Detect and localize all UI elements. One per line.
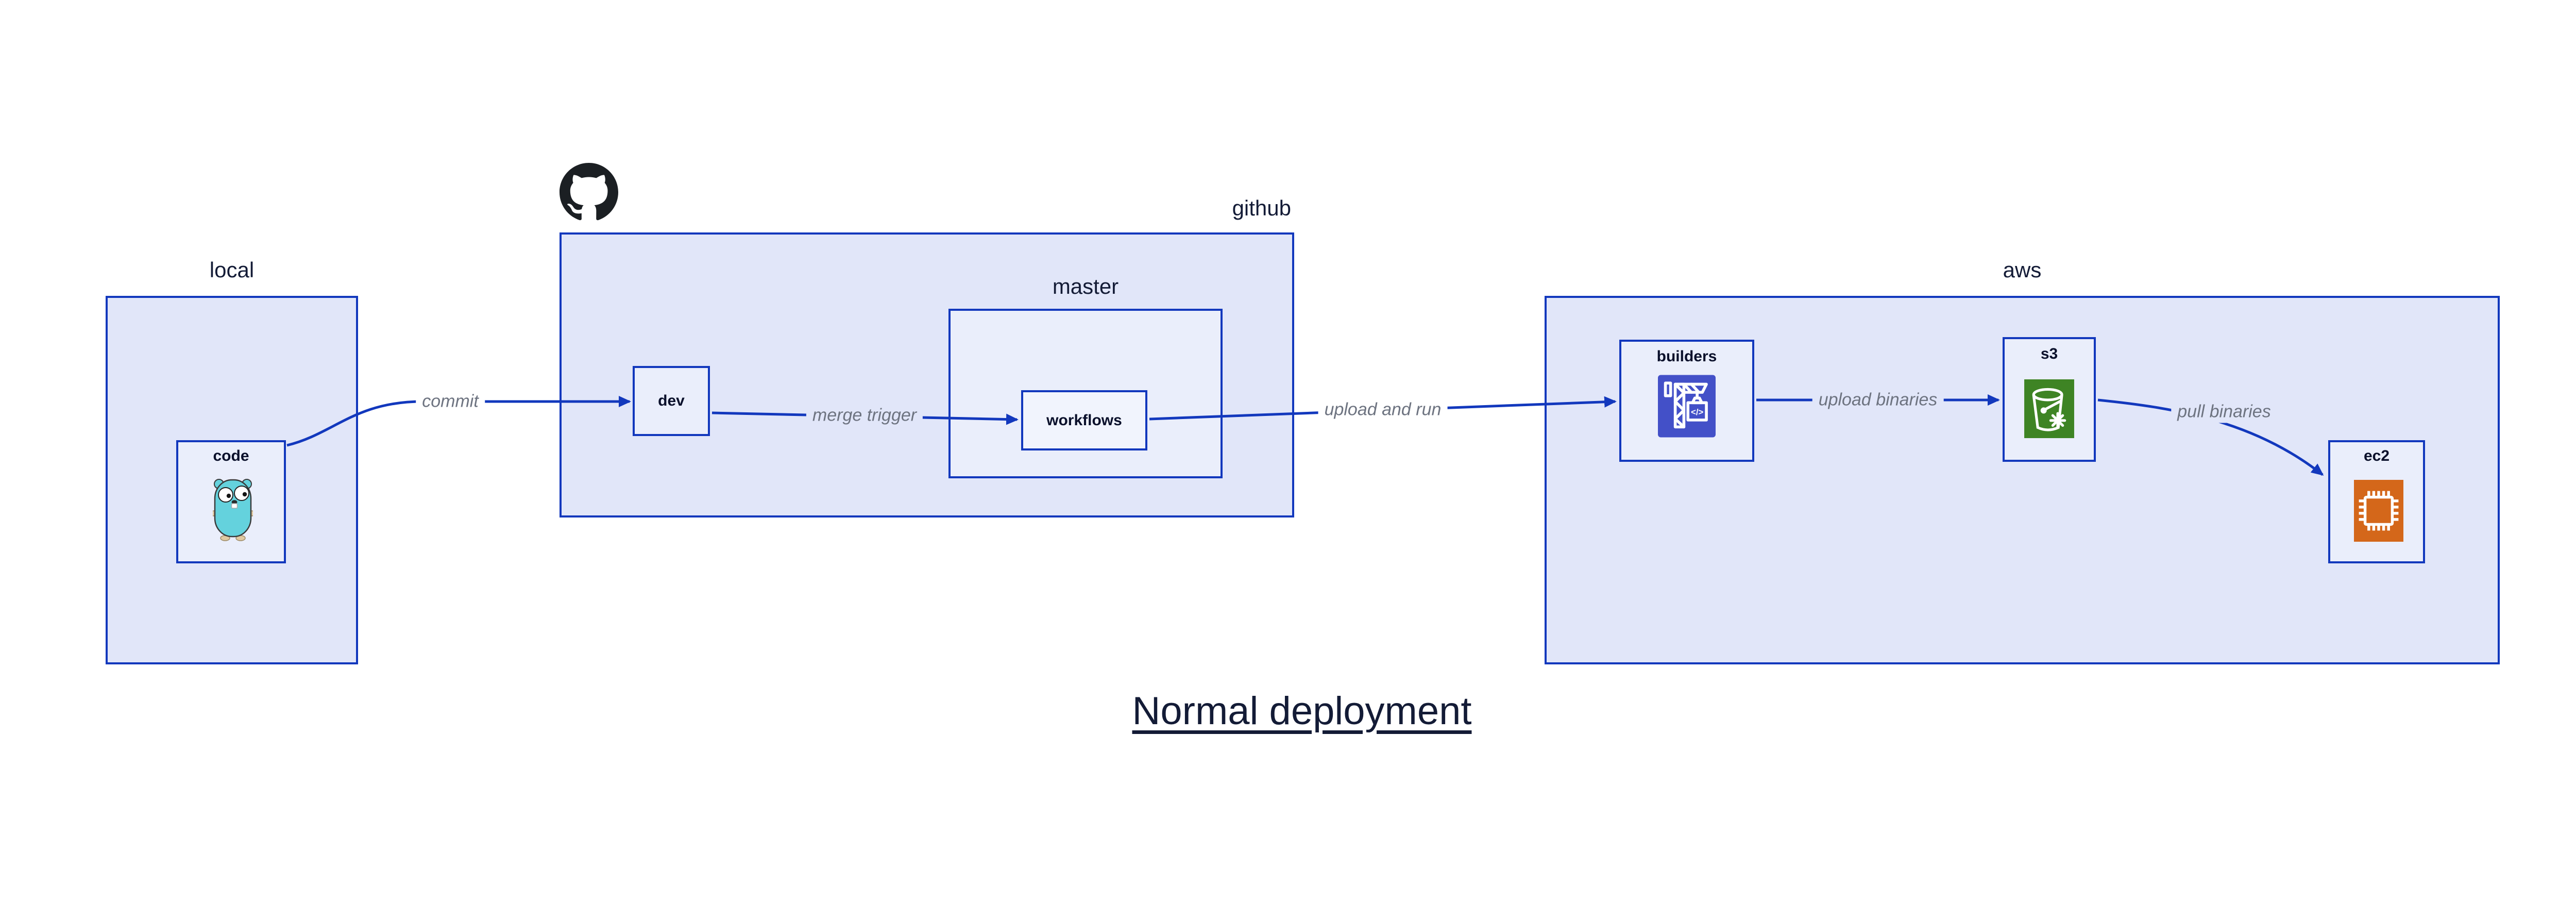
edge-label-pull-binaries: pull binaries	[2171, 400, 2277, 423]
edge-label-commit: commit	[416, 390, 485, 413]
node-code-label: code	[213, 447, 249, 464]
node-builders: builders </>	[1619, 340, 1754, 462]
github-container-label: github	[1232, 196, 1291, 220]
node-workflows: workflows	[1021, 390, 1147, 450]
github-octocat-logo-icon	[560, 163, 618, 222]
node-dev: dev	[633, 366, 710, 436]
node-code: code	[176, 440, 286, 563]
node-builders-label: builders	[1656, 348, 1717, 365]
s3-bucket-icon	[2024, 379, 2074, 438]
node-s3: s3	[2003, 337, 2096, 462]
go-gopher-icon	[210, 477, 256, 541]
node-ec2: ec2	[2328, 440, 2425, 563]
diagram-title: Normal deployment	[0, 689, 2576, 733]
ec2-chip-icon	[2354, 479, 2403, 542]
local-container-label: local	[209, 258, 255, 282]
master-group-label: master	[1052, 274, 1119, 298]
edge-label-upload-binaries: upload binaries	[1812, 389, 1944, 411]
edge-label-merge-trigger: merge trigger	[806, 404, 923, 427]
edge-label-upload-and-run: upload and run	[1318, 398, 1448, 421]
node-dev-label: dev	[658, 392, 685, 409]
aws-container-label: aws	[2003, 258, 2042, 282]
codebuild-crane-icon: </>	[1658, 375, 1716, 438]
svg-text:</>: </>	[1691, 407, 1703, 417]
node-workflows-label: workflows	[1046, 411, 1122, 429]
diagram-title-text: Normal deployment	[1132, 689, 1472, 733]
node-s3-label: s3	[2040, 345, 2058, 362]
node-ec2-label: ec2	[2363, 447, 2390, 464]
